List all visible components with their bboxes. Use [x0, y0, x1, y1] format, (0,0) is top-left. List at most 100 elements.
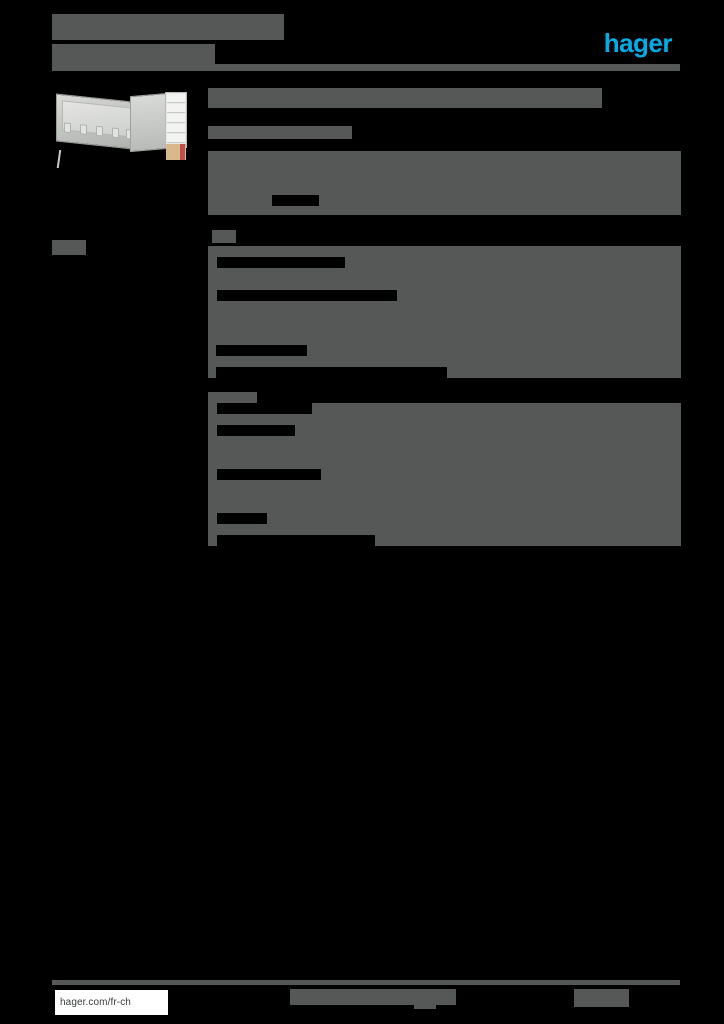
spec-group: [208, 392, 681, 546]
spec-row-label: [208, 425, 217, 436]
enclosure-bracket: [56, 150, 62, 168]
page-title-redaction: [52, 14, 284, 40]
footer-center-text: [290, 989, 456, 1009]
spec-row-text: [208, 151, 681, 162]
spec-row: [208, 436, 681, 447]
spec-row: [208, 184, 681, 195]
spec-row-text: [208, 184, 681, 195]
spec-row: [208, 524, 681, 535]
spec-row-label: [208, 257, 217, 268]
spec-group-gap: [208, 381, 681, 389]
spec-row: [208, 334, 681, 345]
spec-row-text: [208, 162, 681, 173]
spec-row-label: [208, 535, 217, 546]
spec-row: [208, 425, 681, 436]
footer-center-redaction-2: [414, 1002, 436, 1009]
spec-row: [208, 535, 681, 546]
document-heading-redaction: [208, 88, 602, 108]
spec-row: [208, 447, 681, 458]
spec-row-value: [321, 469, 681, 480]
spec-row-text: [208, 334, 681, 345]
spec-row: [208, 392, 681, 403]
spec-row-gap: [272, 195, 319, 206]
spec-row-text: [208, 246, 681, 257]
hager-logo-text: hager: [603, 28, 673, 58]
spec-row-label: [208, 345, 216, 356]
footer-website-text: hager.com/fr-ch: [60, 997, 131, 1008]
spec-row: [208, 323, 681, 334]
spec-group-gap: [208, 549, 681, 557]
page-header: hager: [52, 14, 680, 66]
product-caption: [52, 240, 86, 255]
spec-row-label: [208, 513, 217, 524]
spec-row-value: [267, 513, 681, 524]
spec-row-value: [345, 257, 681, 268]
document-heading: [208, 88, 602, 108]
spec-row-gap: [217, 469, 321, 480]
spec-row-value: [447, 367, 681, 378]
spec-section-header-label: [212, 229, 236, 243]
header-divider: [52, 64, 680, 71]
spec-row-text: [208, 279, 681, 290]
spec-row: [208, 502, 681, 513]
spec-row: [208, 279, 681, 290]
spec-row: [208, 458, 681, 469]
spec-row-text: [208, 458, 681, 469]
page-title: [52, 14, 284, 40]
spec-row: [208, 469, 681, 480]
product-caption-redaction: [52, 240, 86, 255]
spec-row-text: [208, 268, 681, 279]
spec-row-value: [312, 403, 681, 414]
spec-group-gap: [208, 218, 681, 226]
spec-row-gap: [217, 535, 375, 546]
specification-table: [208, 151, 681, 557]
spec-row-label: [208, 469, 217, 480]
page-subtitle-redaction: [52, 44, 215, 64]
spec-row-label: [208, 403, 217, 414]
spec-row-text: [208, 502, 681, 513]
spec-row-text: [208, 414, 681, 425]
document-subheading-redaction: [208, 126, 352, 139]
spec-row: [208, 173, 681, 184]
spec-row: [208, 356, 681, 367]
spec-row: [208, 312, 681, 323]
spec-row-text: [208, 301, 681, 312]
spec-row-gap: [216, 367, 447, 378]
spec-row-gap: [217, 425, 295, 436]
page-footer: hager.com/fr-ch: [0, 980, 724, 1024]
spec-group: [208, 151, 681, 215]
spec-row: [208, 301, 681, 312]
spec-row-text: [208, 524, 681, 535]
spec-row: [208, 151, 681, 162]
footer-page-number: [574, 989, 629, 1007]
spec-row-value: [319, 195, 681, 206]
spec-row-value: [397, 290, 681, 301]
main-content: [208, 88, 681, 557]
spec-row: [208, 257, 681, 268]
spec-row: [208, 246, 681, 257]
spec-row: [208, 414, 681, 425]
spec-row-gap: [217, 403, 312, 414]
footer-center-redaction: [290, 989, 456, 1005]
spec-row: [208, 480, 681, 491]
spec-row-text: [208, 206, 681, 215]
document-subheading: [208, 126, 352, 139]
spec-row-text: [208, 436, 681, 447]
hager-logo: hager: [580, 28, 673, 58]
spec-row-gap: [217, 290, 397, 301]
spec-row-text: [208, 323, 681, 334]
spec-row-value: [295, 425, 681, 436]
terminal-block: [166, 144, 186, 160]
spec-row-gap: [217, 513, 267, 524]
spec-row-text: [208, 480, 681, 491]
spec-row: [208, 195, 681, 206]
footer-website-link[interactable]: hager.com/fr-ch: [55, 990, 168, 1015]
page-subtitle: [52, 44, 215, 64]
spec-row: [208, 268, 681, 279]
spec-row-gap: [217, 257, 345, 268]
spec-row: [208, 403, 681, 414]
footer-page-number-redaction: [574, 989, 629, 1007]
spec-row: [208, 162, 681, 173]
spec-row-label: [208, 392, 257, 403]
